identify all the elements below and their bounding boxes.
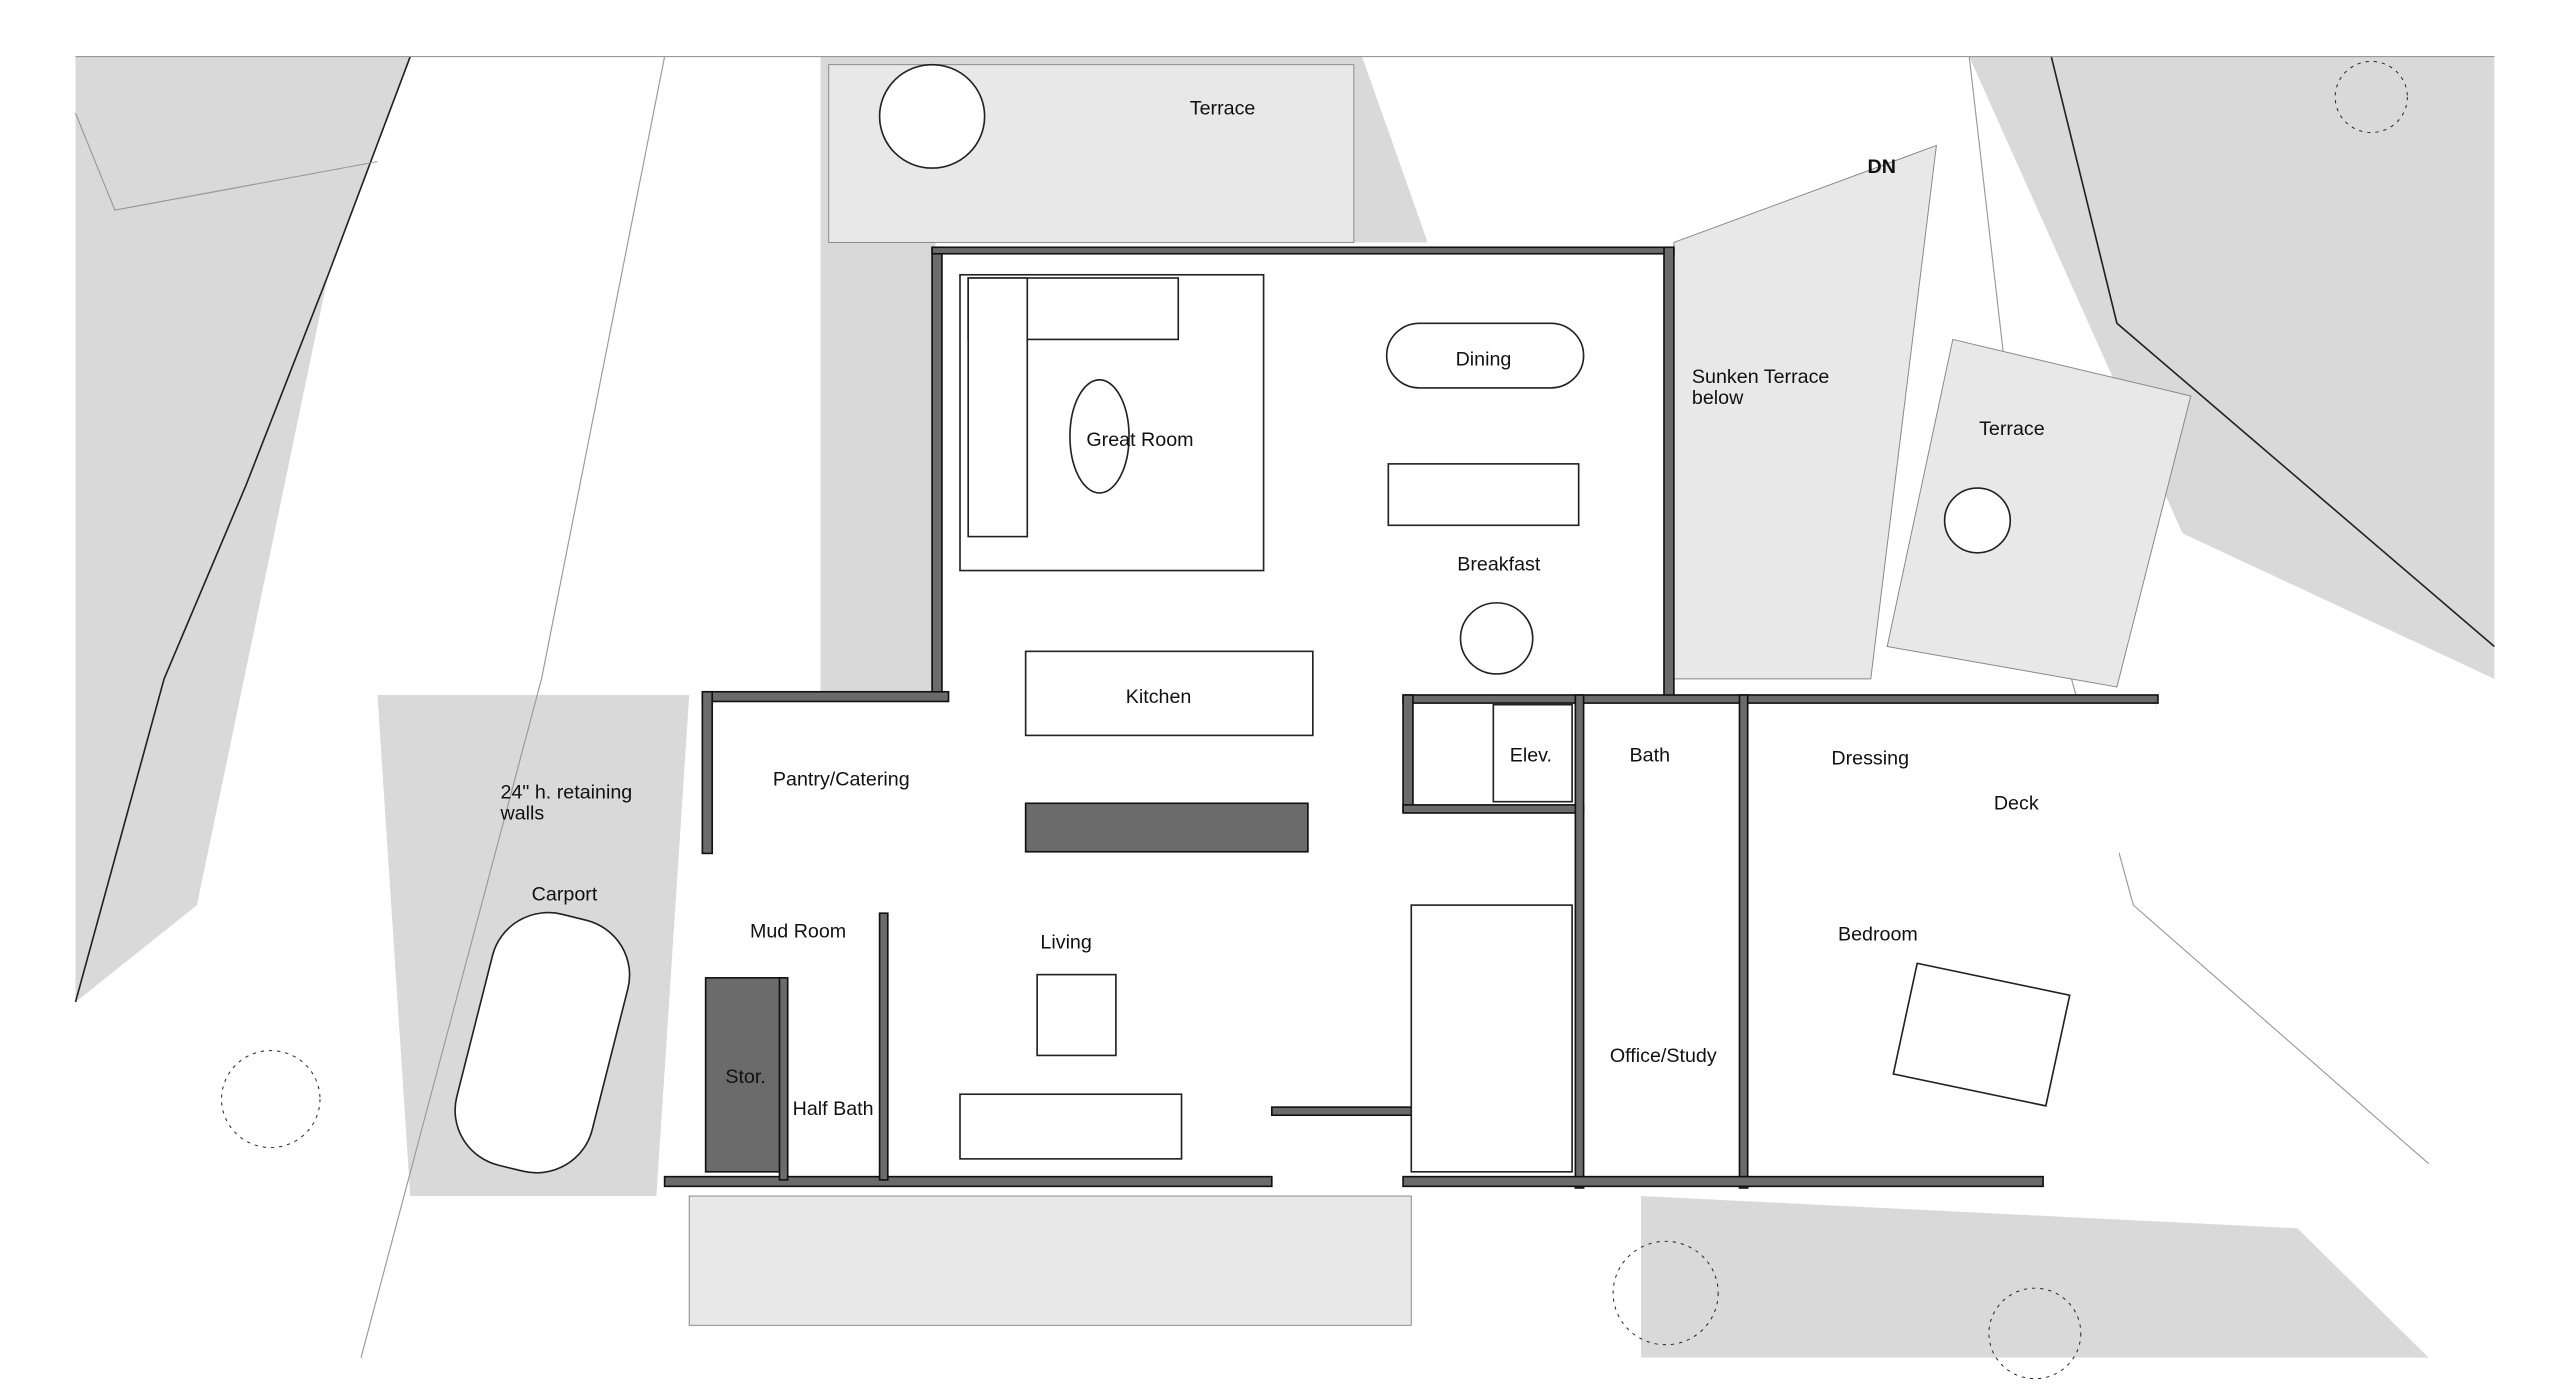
trees	[221, 60, 2408, 1380]
label-sunken-terrace-below: below	[1692, 387, 1744, 409]
walls	[663, 246, 2159, 1189]
south-steps	[688, 1195, 1412, 1326]
label-half-bath: Half Bath	[793, 1098, 874, 1120]
label-terrace-east: Terrace	[1979, 418, 2045, 440]
label-office-study: Office/Study	[1610, 1045, 1717, 1067]
site-lines	[74, 56, 2495, 1358]
label-pantry: Pantry/Catering	[773, 769, 910, 791]
furniture	[454, 273, 2071, 1174]
label-terrace-north: Terrace	[1190, 98, 1256, 120]
label-bath: Bath	[1630, 744, 1670, 766]
label-deck: Deck	[1994, 793, 2039, 815]
label-breakfast: Breakfast	[1457, 554, 1541, 576]
label-mud-room: Mud Room	[750, 921, 846, 943]
terrace-east-deck	[1886, 338, 2192, 688]
label-kitchen: Kitchen	[1126, 686, 1192, 708]
label-dn: DN	[1867, 156, 1895, 178]
label-living: Living	[1040, 932, 1091, 954]
label-bedroom: Bedroom	[1838, 924, 1918, 946]
label-dressing: Dressing	[1831, 748, 1909, 770]
label-dining: Dining	[1456, 348, 1512, 370]
label-great-room: Great Room	[1086, 429, 1193, 451]
label-retaining-walls-2: walls	[500, 803, 545, 825]
spiral-stair	[878, 63, 986, 169]
label-carport: Carport	[532, 883, 598, 905]
label-retaining-walls: 24" h. retaining	[501, 782, 633, 804]
label-storage: Stor.	[725, 1066, 765, 1088]
label-sunken-terrace: Sunken Terrace	[1692, 366, 1829, 388]
label-elevator: Elev.	[1510, 744, 1552, 766]
